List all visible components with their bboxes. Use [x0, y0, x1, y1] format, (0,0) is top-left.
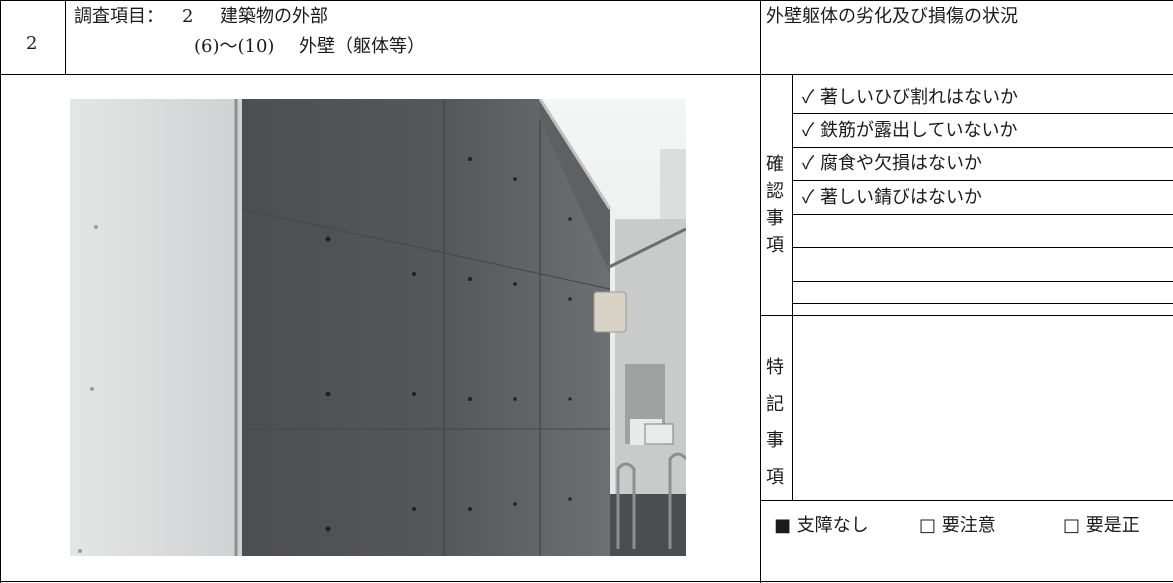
- item-subcategory: 外壁（躯体等）: [299, 36, 425, 57]
- confirm-label-char: 項: [766, 235, 784, 256]
- item-number: 2: [26, 33, 38, 54]
- check-row-line: [793, 247, 1173, 248]
- wall-photo: [70, 99, 686, 556]
- checklist-item: ✓ 鉄筋が露出していないか: [802, 120, 1018, 141]
- status-option-ok[interactable]: ■ 支障なし: [774, 515, 869, 537]
- notes-label-char: 記: [766, 394, 784, 415]
- inspection-subject: 外壁躯体の劣化及び損傷の状況: [766, 6, 1018, 27]
- item-category-name: 建築物の外部: [220, 6, 328, 27]
- status-label: 要注意: [941, 515, 996, 536]
- item-category-number: 2: [182, 6, 194, 27]
- border-left: [0, 0, 1, 583]
- check-row-line: [793, 180, 1173, 181]
- confirm-label-char: 確: [766, 154, 784, 175]
- notes-section-divider: [761, 500, 1173, 501]
- checklist-item: ✓ 著しいひび割れはないか: [802, 87, 1019, 108]
- check-row-line: [793, 147, 1173, 148]
- checkbox-filled-icon: ■: [774, 515, 792, 536]
- check-row-line: [793, 303, 1173, 304]
- status-option-correction[interactable]: □ 要是正: [1063, 515, 1140, 537]
- check-row-line: [793, 113, 1173, 114]
- status-label: 支障なし: [796, 515, 869, 536]
- notes-label-char: 事: [766, 430, 784, 451]
- status-label: 要是正: [1085, 515, 1140, 536]
- check-row-line: [793, 281, 1173, 282]
- confirm-label-char: 認: [766, 181, 784, 202]
- checklist-item: ✓ 著しい錆びはないか: [802, 187, 983, 208]
- number-cell-divider: [65, 0, 66, 74]
- checklist-item: ✓ 腐食や欠損はないか: [802, 153, 983, 174]
- item-range: (6)～(10): [194, 36, 275, 57]
- confirm-section-divider: [761, 315, 1173, 316]
- check-row-line: [793, 214, 1173, 215]
- header-divider: [0, 74, 1173, 75]
- item-label: 調査項目：: [74, 6, 164, 27]
- checkbox-empty-icon: □: [1063, 515, 1081, 536]
- notes-label-char: 項: [766, 467, 784, 488]
- notes-label-char: 特: [766, 357, 784, 378]
- confirm-label-char: 事: [766, 208, 784, 229]
- label-column-divider: [792, 74, 793, 501]
- border-bottom: [0, 581, 1173, 582]
- border-top: [0, 0, 1173, 1]
- status-option-caution[interactable]: □ 要注意: [919, 515, 996, 537]
- main-column-divider: [760, 0, 761, 583]
- checkbox-empty-icon: □: [919, 515, 937, 536]
